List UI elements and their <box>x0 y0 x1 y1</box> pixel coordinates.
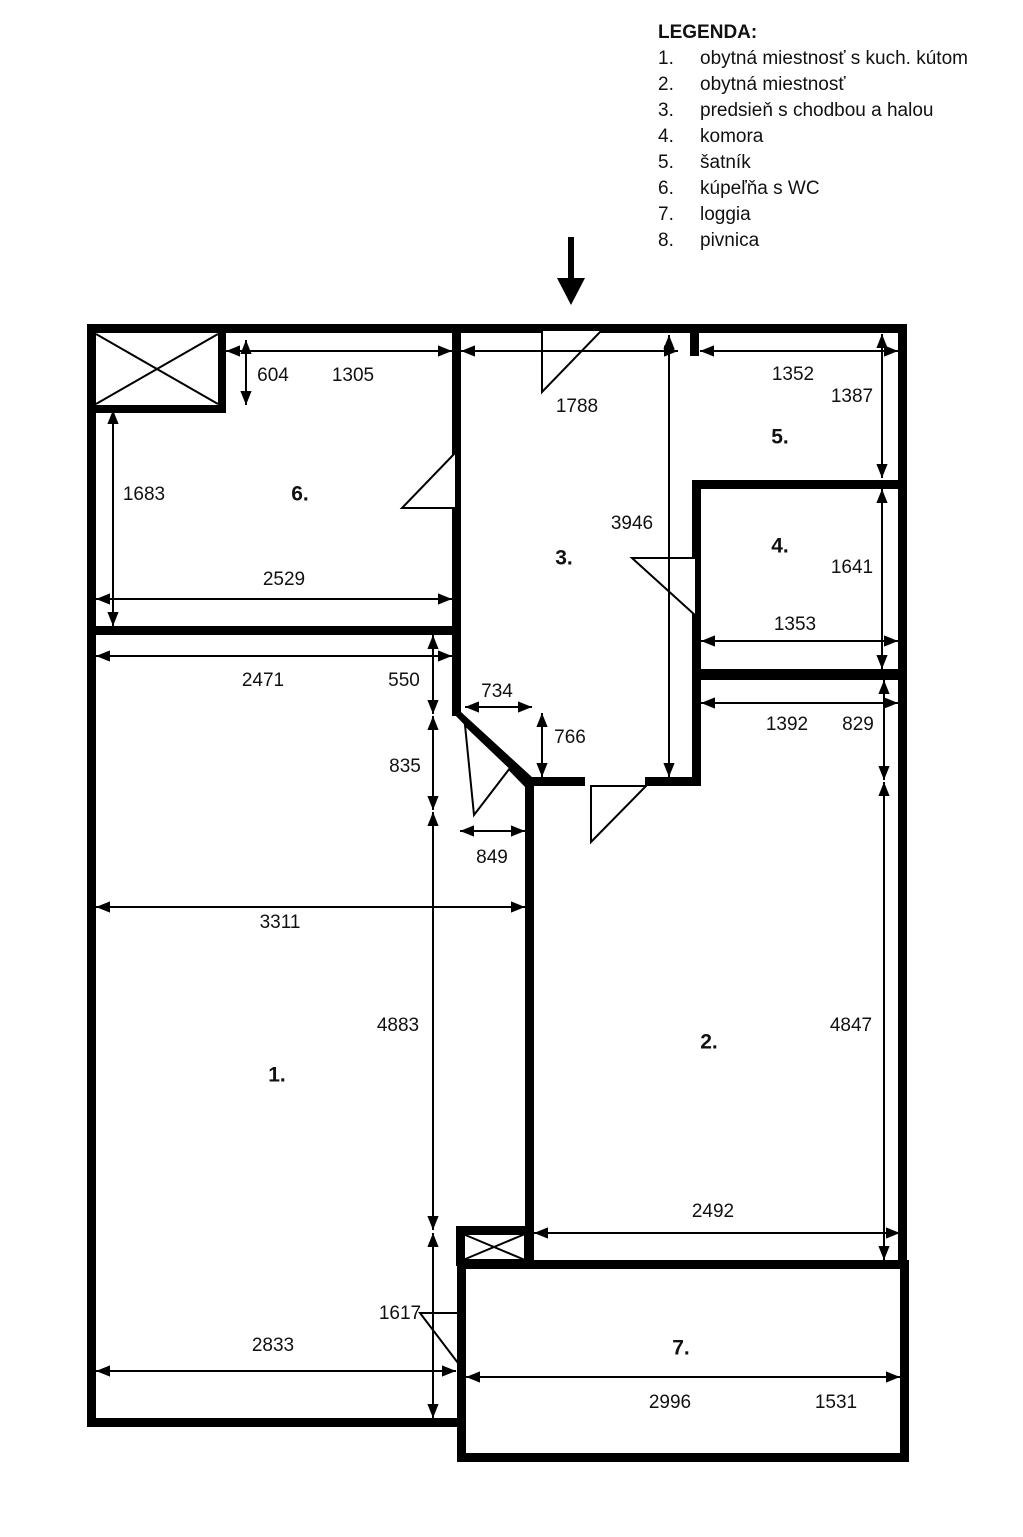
legend-item: 5. šatník <box>658 150 968 176</box>
room-number-3: 3. <box>555 547 573 570</box>
dim-label: 2492 <box>692 1201 734 1222</box>
dim-label: 2471 <box>242 670 284 691</box>
dim-label: 2529 <box>263 569 305 590</box>
shaft-top-left <box>87 325 226 413</box>
legend-num: 1. <box>658 48 674 69</box>
legend-title: LEGENDA: <box>658 22 758 43</box>
legend-label: obytná miestnosť <box>700 74 846 95</box>
legend-num: 4. <box>658 126 674 147</box>
legend-item: 8. pivnica <box>658 228 968 254</box>
bathroom-door <box>399 449 457 509</box>
dimension-lines <box>96 334 900 1418</box>
dim-label: 604 <box>257 365 289 386</box>
room-number-5: 5. <box>771 426 789 449</box>
dim-label: 1352 <box>772 364 814 385</box>
dim-label: 1617 <box>379 1303 421 1324</box>
dim-label: 1392 <box>766 714 808 735</box>
legend-label: predsieň s chodbou a halou <box>700 100 934 121</box>
legend-label: komora <box>700 126 764 147</box>
legend-item: 1. obytná miestnosť s kuch. kútom <box>658 46 968 72</box>
dim-label: 3311 <box>260 912 301 933</box>
dim-label: 2996 <box>649 1392 691 1413</box>
dim-label: 1641 <box>831 557 873 578</box>
room2-door <box>590 785 649 845</box>
shaft-bottom <box>462 1233 526 1261</box>
legend-item: 3. predsieň s chodbou a halou <box>658 98 968 124</box>
legend-num: 8. <box>658 230 674 251</box>
dim-label: 835 <box>389 756 421 777</box>
legend-num: 2. <box>658 74 674 95</box>
room-number-6: 6. <box>291 483 309 506</box>
dim-label: 4883 <box>377 1015 419 1036</box>
room-number-4: 4. <box>771 535 789 558</box>
legend-label: loggia <box>700 204 751 225</box>
dim-label: 766 <box>554 727 586 748</box>
dim-label: 1305 <box>332 365 374 386</box>
entrance-door <box>541 329 605 395</box>
dim-label: 849 <box>476 847 508 868</box>
legend-item: 4. komora <box>658 124 968 150</box>
dim-label: 3946 <box>611 513 653 534</box>
legend-item: 2. obytná miestnosť <box>658 72 968 98</box>
dim-label: 829 <box>842 714 874 735</box>
legend: LEGENDA: 1. obytná miestnosť s kuch. kúto… <box>658 20 968 254</box>
legend-label: obytná miestnosť s kuch. kútom <box>700 48 968 69</box>
dim-label: 1531 <box>815 1392 857 1413</box>
dim-label: 550 <box>388 670 420 691</box>
legend-label: šatník <box>700 152 751 173</box>
dim-label: 734 <box>481 681 513 702</box>
legend-label: pivnica <box>700 230 760 251</box>
dim-label: 1788 <box>556 396 598 417</box>
room-number-2: 2. <box>700 1031 718 1054</box>
dim-label: 4847 <box>830 1015 872 1036</box>
legend-num: 3. <box>658 100 674 121</box>
walls <box>87 324 909 1462</box>
legend-num: 5. <box>658 152 674 173</box>
loggia-door <box>417 1312 459 1366</box>
dim-label: 1683 <box>123 484 165 505</box>
dim-label: 2833 <box>252 1335 294 1356</box>
dim-label: 1387 <box>831 386 873 407</box>
room-number-1: 1. <box>268 1064 286 1087</box>
legend-label: kúpeľňa s WC <box>700 178 820 199</box>
room1-door <box>463 722 512 818</box>
entrance-arrow-icon <box>557 237 585 305</box>
legend-item: 7. loggia <box>658 202 968 228</box>
storage-door <box>629 557 697 619</box>
legend-num: 6. <box>658 178 674 199</box>
legend-num: 7. <box>658 204 674 225</box>
dim-label: 1353 <box>774 614 816 635</box>
room-number-7: 7. <box>672 1337 690 1360</box>
legend-item: 6. kúpeľňa s WC <box>658 176 968 202</box>
